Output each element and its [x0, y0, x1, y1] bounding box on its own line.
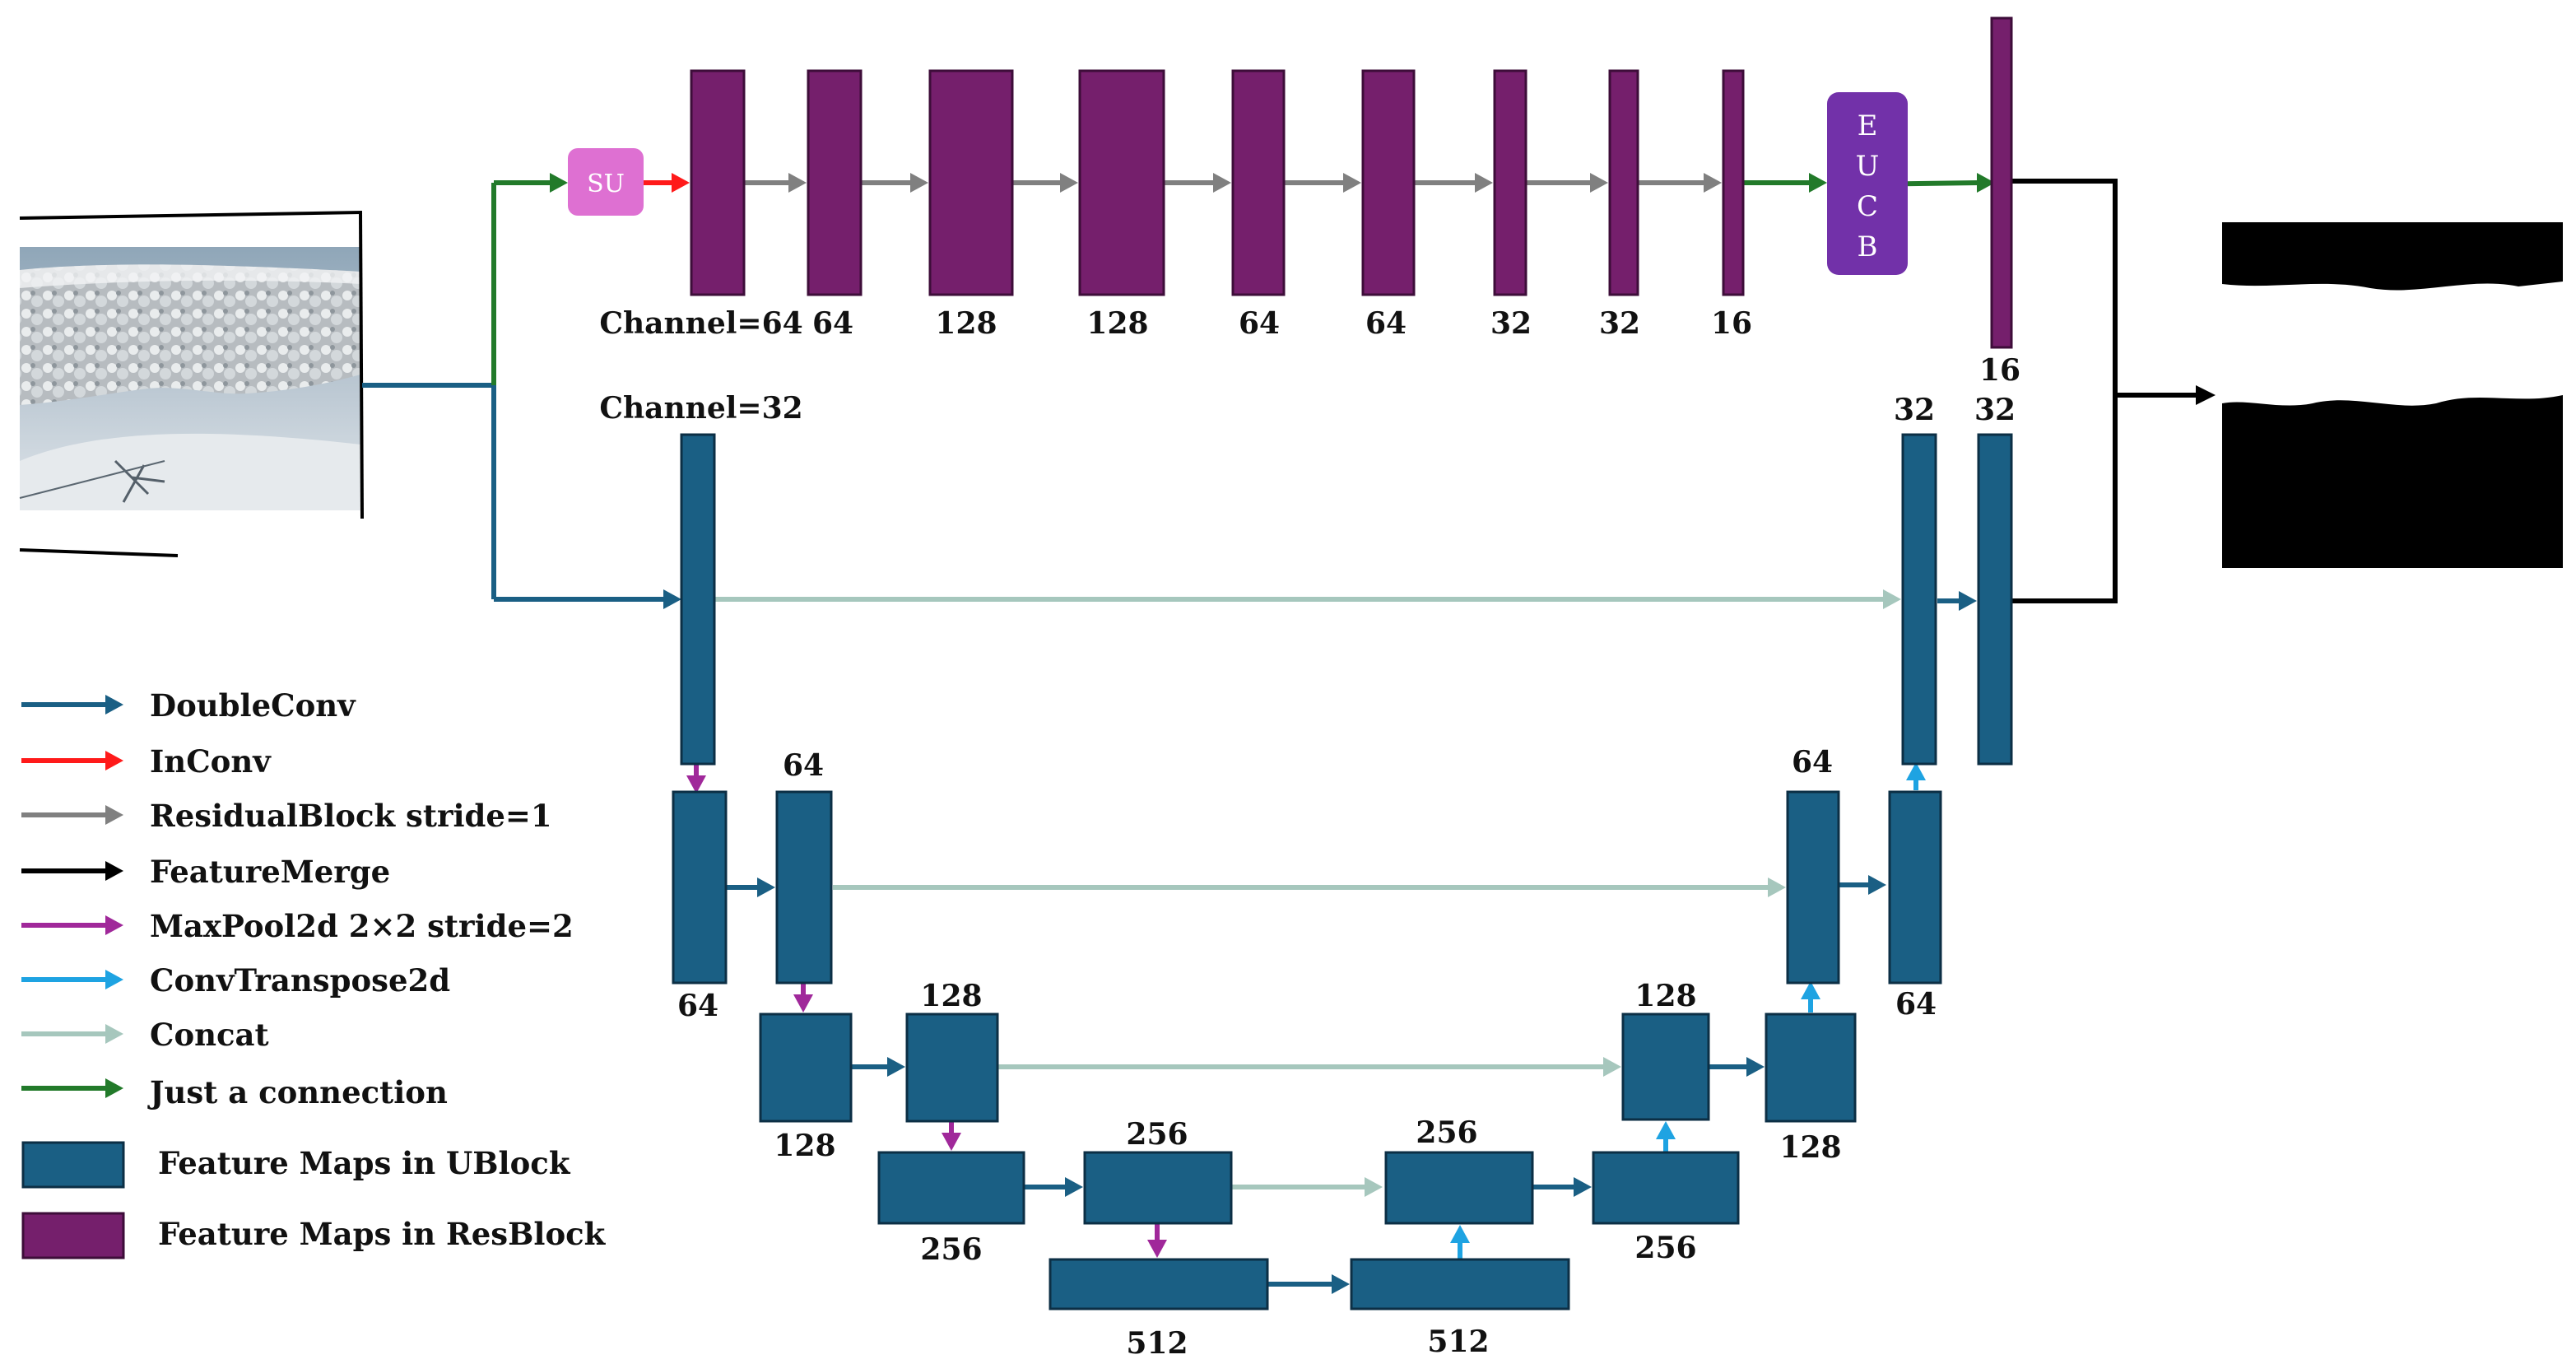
resblock-output-label: 16: [1979, 353, 2020, 388]
resblock-map-7: [1493, 69, 1527, 296]
resblock-label-4: 128: [1086, 306, 1148, 341]
svg-text:DoubleConv: DoubleConv: [150, 687, 356, 724]
ublock-dec5-label: 64: [1792, 745, 1833, 780]
resblock-labels: Channel=64 64 128 128 64 64 32 32 16 16: [599, 306, 2020, 388]
ublock-out2-label: 32: [1974, 393, 2016, 427]
ublock-dec3-map: [1621, 1013, 1710, 1121]
legend-item-doubleconv: DoubleConv: [21, 687, 356, 724]
ublock-enc1-label: 64: [677, 989, 718, 1023]
ublock-enc2-map: [775, 790, 833, 985]
resblock-label-3: 128: [935, 306, 997, 341]
svg-text:Feature Maps in ResBlock: Feature Maps in ResBlock: [158, 1216, 607, 1252]
legend-item-ublock-maps: Feature Maps in UBlock: [21, 1141, 571, 1189]
legend-item-residualblock: ResidualBlock stride=1: [21, 798, 552, 834]
resblock-label-2: 64: [812, 306, 853, 341]
resblock-label-7: 32: [1490, 306, 1532, 341]
ublock-enc6-map: [1083, 1151, 1233, 1225]
legend-item-resblock-maps: Feature Maps in ResBlock: [21, 1212, 607, 1259]
resblock-label-8: 32: [1599, 306, 1640, 341]
legend-item-convtranspose: ConvTranspose2d: [21, 962, 450, 999]
ublock-dec6-map: [1888, 790, 1942, 985]
ublock-input-map: [680, 433, 716, 766]
ublock-enc5-label: 256: [920, 1232, 982, 1267]
resblock-feature-maps: [690, 16, 2013, 349]
su-module: SU: [568, 148, 644, 216]
resblock-label-5: 64: [1239, 306, 1280, 341]
ublock-dec4-label: 128: [1779, 1130, 1841, 1165]
ublock-enc1-map: [672, 790, 728, 985]
resblock-map-9: [1722, 69, 1745, 296]
svg-text:U: U: [1856, 150, 1880, 183]
legend-item-maxpool: MaxPool2d 2×2 stride=2: [21, 908, 574, 944]
legend-item-concat: Concat: [21, 1017, 269, 1053]
ublock-bottom1-map: [1049, 1258, 1269, 1310]
resblock-map-6: [1361, 69, 1416, 296]
ublock-dec2-map: [1592, 1151, 1740, 1225]
ublock-out1-label: 32: [1894, 393, 1935, 427]
svg-text:ConvTranspose2d: ConvTranspose2d: [150, 962, 450, 999]
resblock-label-1: Channel=64: [599, 306, 802, 341]
legend-item-featuremerge: FeatureMerge: [21, 854, 390, 890]
ublock-out2-map: [1977, 433, 2013, 766]
arrow-layer: [362, 173, 2216, 1294]
ublock-bottom1-label: 512: [1126, 1326, 1188, 1361]
svg-text:E: E: [1858, 109, 1878, 142]
ublock-enc3-map: [759, 1013, 853, 1123]
svg-text:C: C: [1857, 190, 1878, 223]
resblock-map-1: [690, 69, 746, 296]
legend-item-inconv: InConv: [21, 743, 272, 780]
input-image: [19, 211, 364, 557]
ublock-enc4-map: [905, 1013, 999, 1123]
svg-text:SU: SU: [587, 170, 625, 198]
svg-text:Just a connection: Just a connection: [147, 1074, 448, 1110]
svg-text:InConv: InConv: [150, 743, 272, 780]
output-mask: [2222, 222, 2563, 568]
svg-text:ResidualBlock stride=1: ResidualBlock stride=1: [150, 798, 552, 834]
ublock-feature-maps: [672, 433, 2013, 1310]
resblock-map-3: [928, 69, 1014, 296]
ublock-enc4-label: 128: [920, 979, 982, 1013]
resblock-label-6: 64: [1365, 306, 1407, 341]
ublock-dec2-label: 256: [1634, 1231, 1696, 1265]
resblock-map-5: [1231, 69, 1286, 296]
ublock-enc2-label: 64: [783, 748, 824, 783]
legend-item-connection: Just a connection: [21, 1074, 448, 1110]
ublock-dec6-label: 64: [1895, 987, 1937, 1022]
ublock-out1-map: [1901, 433, 1937, 766]
svg-text:FeatureMerge: FeatureMerge: [150, 854, 390, 890]
resblock-map-2: [807, 69, 863, 296]
svg-text:Concat: Concat: [150, 1017, 269, 1053]
resblock-map-4: [1078, 69, 1165, 296]
legend: DoubleConv InConv ResidualBlock stride=1…: [21, 687, 607, 1259]
ublock-enc3-label: 128: [774, 1129, 835, 1163]
svg-text:B: B: [1858, 230, 1878, 263]
resblock-map-8: [1608, 69, 1639, 296]
ublock-labels: Channel=32 64 64 128 128 256 256 512 512…: [599, 391, 2016, 1361]
svg-text:MaxPool2d 2×2 stride=2: MaxPool2d 2×2 stride=2: [150, 908, 574, 944]
ublock-enc5-map: [877, 1151, 1025, 1225]
svg-text:Feature Maps in UBlock: Feature Maps in UBlock: [158, 1145, 571, 1181]
ublock-dec3-label: 128: [1634, 979, 1696, 1013]
ublock-dec5-map: [1786, 790, 1840, 985]
ublock-bottom2-label: 512: [1427, 1324, 1489, 1359]
ublock-dec4-map: [1765, 1013, 1857, 1123]
ublock-bottom2-map: [1350, 1258, 1570, 1310]
ublock-input-label: Channel=32: [599, 391, 802, 426]
ublock-enc6-label: 256: [1126, 1117, 1188, 1152]
resblock-label-9: 16: [1711, 306, 1752, 341]
ublock-dec1-map: [1384, 1151, 1534, 1225]
eucb-module: E U C B: [1827, 92, 1908, 275]
resblock-output-map: [1990, 16, 2013, 349]
ublock-dec1-label: 256: [1416, 1115, 1477, 1150]
